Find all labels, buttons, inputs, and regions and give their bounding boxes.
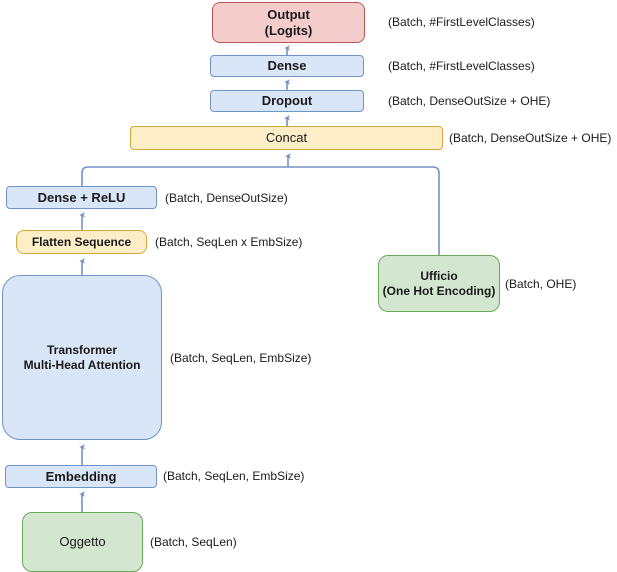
node-flatten-sequence[interactable]: Flatten Sequence bbox=[16, 230, 147, 254]
annotation-dense-shape: (Batch, #FirstLevelClasses) bbox=[388, 59, 535, 73]
edge-ufficio-concat bbox=[288, 166, 440, 255]
annotation-concat-shape: (Batch, DenseOutSize + OHE) bbox=[449, 131, 612, 145]
annotation-ufficio-shape: (Batch, OHE) bbox=[505, 277, 577, 291]
node-transformer-multi-head-attention[interactable]: Transformer Multi-Head Attention bbox=[2, 275, 162, 440]
annotation-output-shape: (Batch, #FirstLevelClasses) bbox=[388, 15, 535, 29]
node-embedding[interactable]: Embedding bbox=[5, 465, 157, 488]
node-oggetto[interactable]: Oggetto bbox=[22, 512, 143, 572]
node-dense[interactable]: Dense bbox=[210, 55, 364, 77]
annotation-embedding-shape: (Batch, SeqLen, EmbSize) bbox=[163, 469, 305, 483]
node-dense-relu[interactable]: Dense + ReLU bbox=[6, 186, 157, 209]
node-concat[interactable]: Concat bbox=[130, 126, 443, 150]
node-output[interactable]: Output (Logits) bbox=[212, 2, 365, 43]
annotation-oggetto-shape: (Batch, SeqLen) bbox=[150, 535, 237, 549]
annotation-dropout-shape: (Batch, DenseOutSize + OHE) bbox=[388, 94, 551, 108]
annotation-dense-relu-shape: (Batch, DenseOutSize) bbox=[165, 191, 288, 205]
node-dropout[interactable]: Dropout bbox=[210, 90, 364, 112]
edge-dense-relu-concat bbox=[81, 166, 288, 186]
annotation-transformer-shape: (Batch, SeqLen, EmbSize) bbox=[170, 351, 312, 365]
annotation-flatten-shape: (Batch, SeqLen x EmbSize) bbox=[155, 235, 303, 249]
node-ufficio-one-hot-encoding[interactable]: Ufficio (One Hot Encoding) bbox=[378, 255, 500, 312]
